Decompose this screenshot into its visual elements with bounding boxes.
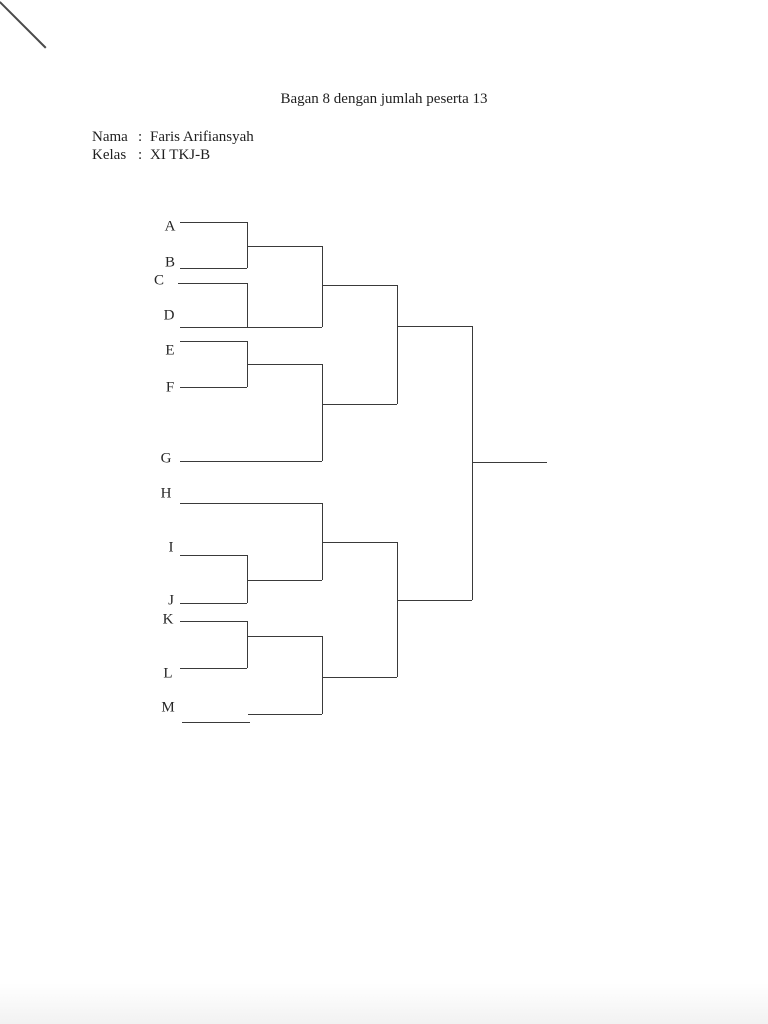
name-separator: : <box>138 129 143 145</box>
winner-line-semifinal-1 <box>397 326 472 327</box>
participant-label-J: J <box>168 592 174 609</box>
slot-line-I <box>180 555 247 556</box>
join-AB-CD <box>322 246 323 327</box>
participant-label-H: H <box>160 485 172 502</box>
join-K-L <box>247 621 248 668</box>
slot-line-H <box>180 503 322 504</box>
participant-label-F: F <box>165 379 175 396</box>
class-label: Kelas <box>92 146 127 163</box>
participant-label-M: M <box>161 699 175 716</box>
name-value: Faris Arifiansyah <box>150 129 254 145</box>
name-label: Nama <box>92 129 128 145</box>
participant-label-G: G <box>160 450 172 467</box>
class-value: XI TKJ-B <box>150 146 211 163</box>
winner-line-KLM <box>322 677 397 678</box>
slot-line-F <box>180 387 247 388</box>
slot-line-C <box>178 283 247 284</box>
winner-line-semifinal-2 <box>397 600 472 601</box>
slot-line-A <box>180 222 247 223</box>
author-info-block: Nama: Faris Arifiansyah Kelas: XI TKJ-B <box>92 129 254 164</box>
winner-line-AB <box>247 246 322 247</box>
slot-line-G <box>180 461 322 462</box>
page-title: Bagan 8 dengan jumlah peserta 13 <box>280 91 488 107</box>
winner-line-KL <box>247 636 322 637</box>
join-ABCD-EFG <box>397 285 398 404</box>
participant-label-D: D <box>163 307 175 324</box>
participant-label-I: I <box>168 539 174 556</box>
slot-line-L <box>180 668 247 669</box>
join-final <box>472 326 473 600</box>
join-E-F <box>247 341 248 387</box>
slot-line-M <box>182 722 250 723</box>
champion-line <box>472 462 547 463</box>
participant-label-E: E <box>165 342 175 359</box>
class-row: Kelas: XI TKJ-B <box>92 147 254 165</box>
participant-label-A: A <box>164 218 176 235</box>
join-H-IJ <box>322 503 323 580</box>
join-EF-G <box>322 364 323 461</box>
join-HIJ-KLM <box>397 542 398 677</box>
join-I-J <box>247 555 248 603</box>
slot-line-E <box>180 341 247 342</box>
slot-line-M-extension <box>248 714 322 715</box>
slot-line-J <box>180 603 247 604</box>
slot-line-D-winner-CD <box>180 327 322 328</box>
winner-line-ABCD <box>322 285 397 286</box>
class-separator: : <box>138 146 143 163</box>
slot-line-B <box>180 268 247 269</box>
winner-line-EF <box>247 364 322 365</box>
participant-label-L: L <box>163 665 173 682</box>
name-row: Nama: Faris Arifiansyah <box>92 129 254 147</box>
winner-line-HIJ <box>322 542 397 543</box>
join-A-B <box>247 222 248 268</box>
join-C-D <box>247 283 248 327</box>
slot-line-K <box>180 621 247 622</box>
join-KL-M <box>322 636 323 714</box>
participant-label-C: C <box>153 272 165 289</box>
winner-line-IJ <box>247 580 322 581</box>
winner-line-EFG <box>322 404 397 405</box>
participant-label-K: K <box>162 611 174 628</box>
participant-label-B: B <box>164 254 176 271</box>
